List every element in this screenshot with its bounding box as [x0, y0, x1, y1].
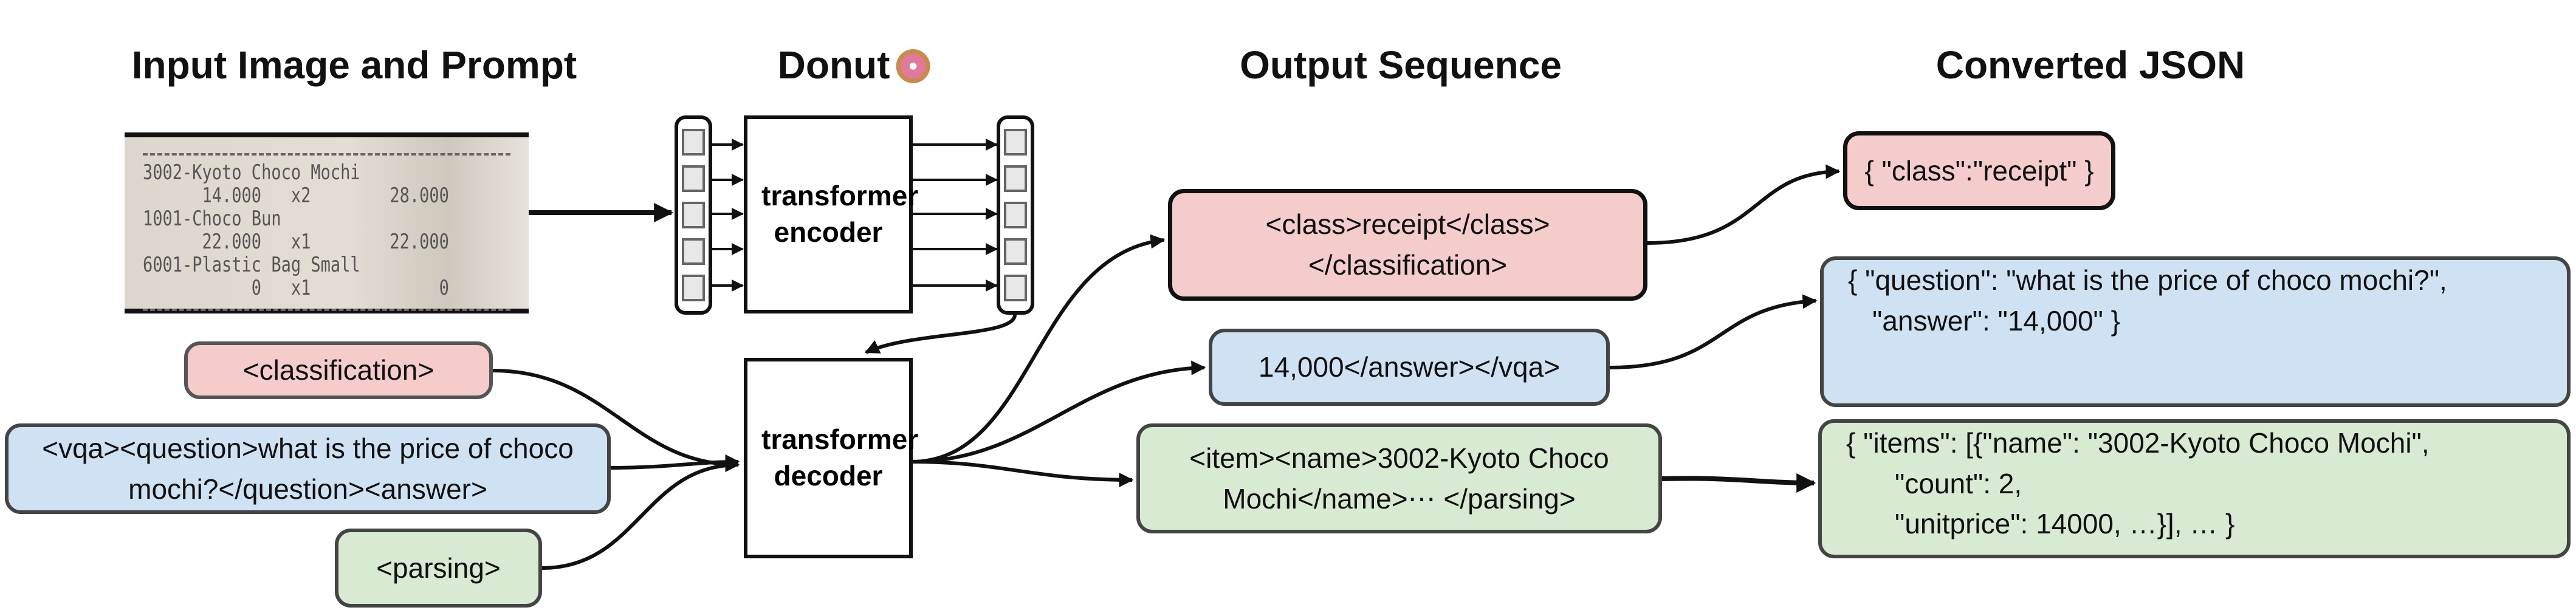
receipt-line: 6001-Plastic Bag Small [143, 253, 360, 277]
decoder-to-class-output-arrow [911, 234, 1166, 464]
json-vqa: { "question": "what is the price of choc… [1820, 256, 2571, 407]
json-classification: { "class":"receipt" } [1843, 131, 2115, 210]
output-title: Output Sequence [1240, 43, 1562, 87]
vqa-output-to-json-arrow [1609, 294, 1818, 369]
prompt-classification: <classification> [184, 341, 493, 399]
json-parsing-line: "count": 2, [1895, 467, 2022, 499]
token-cell [682, 238, 705, 265]
class-output-to-json-arrow [1647, 164, 1841, 245]
token-cell [682, 165, 705, 192]
json-vqa-line: { "question": "what is the price of choc… [1848, 264, 2447, 296]
receipt-line: 14.000 x2 28.000 [143, 184, 449, 208]
encoder-output-tokens [997, 115, 1034, 315]
json-title: Converted JSON [1935, 43, 2245, 87]
output-classification: <class>receipt</class> </classification> [1168, 189, 1647, 301]
json-parsing: { "items": [{"name": "3002-Kyoto Choco M… [1818, 419, 2571, 558]
encoder-label: transformer encoder [761, 180, 919, 248]
output-vqa: 14,000</answer></vqa> [1209, 329, 1610, 406]
parsing-output-to-json-arrow [1661, 473, 1816, 493]
donut-icon [896, 49, 930, 83]
donut-title-text: Donut [777, 43, 890, 87]
receipt-line: 3002-Kyoto Choco Mochi [143, 161, 360, 185]
output-vqa-text: 14,000</answer></vqa> [1258, 351, 1561, 383]
output-parsing-text: <item><name>3002-Kyoto Choco Mochi</name… [1189, 442, 1609, 515]
encoder-input-tokens [675, 115, 712, 315]
decoder-to-parsing-output-arrow [911, 460, 1134, 487]
prompt-parsing: <parsing> [335, 529, 542, 608]
token-cell [1004, 165, 1027, 192]
token-cell [1004, 238, 1027, 265]
json-parsing-line: { "items": [{"name": "3002-Kyoto Choco M… [1846, 427, 2430, 459]
decoder-label: transformer decoder [761, 423, 919, 491]
encoder-to-decoder-arrow [864, 314, 1017, 354]
classification-to-decoder-arrow [492, 369, 740, 472]
receipt-line: 1001-Choco Bun [143, 207, 281, 231]
decoder-to-vqa-output-arrow [911, 360, 1206, 464]
receipt-divider [143, 153, 510, 156]
receipt-line: 22.000 x1 22.000 [143, 230, 449, 254]
vqa-to-decoder-arrow [610, 454, 740, 470]
transformer-encoder: transformer encoder [744, 115, 919, 313]
json-vqa-line: "answer": "14,000" } [1872, 304, 2121, 337]
prompt-classification-text: <classification> [242, 354, 434, 386]
donut-title: Donut [778, 43, 930, 87]
receipt-line: 0 x1 0 [143, 276, 449, 300]
input-title: Input Image and Prompt [131, 43, 577, 87]
json-classification-text: { "class":"receipt" } [1864, 154, 2094, 187]
prompt-vqa: <vqa><question>what is the price of choc… [5, 423, 611, 514]
receipt-image: 3002-Kyoto Choco Mochi 14.000 x2 28.000 … [125, 132, 529, 313]
prompt-parsing-text: <parsing> [376, 552, 501, 584]
output-classification-text: <class>receipt</class> </classification> [1265, 208, 1550, 281]
token-cell [682, 129, 705, 156]
transformer-decoder: transformer decoder [744, 358, 919, 558]
parsing-to-decoder-arrow [541, 457, 740, 570]
token-cell [1004, 202, 1027, 228]
receipt-divider [143, 309, 510, 311]
output-parsing: <item><name>3002-Kyoto Choco Mochi</name… [1136, 423, 1662, 533]
token-cell [682, 275, 705, 301]
prompt-vqa-text: <vqa><question>what is the price of choc… [42, 432, 574, 505]
token-cell [1004, 275, 1027, 301]
token-cell [1004, 129, 1027, 156]
token-cell [682, 202, 705, 228]
json-parsing-line: "unitprice": 14000, …}], … } [1895, 508, 2235, 540]
